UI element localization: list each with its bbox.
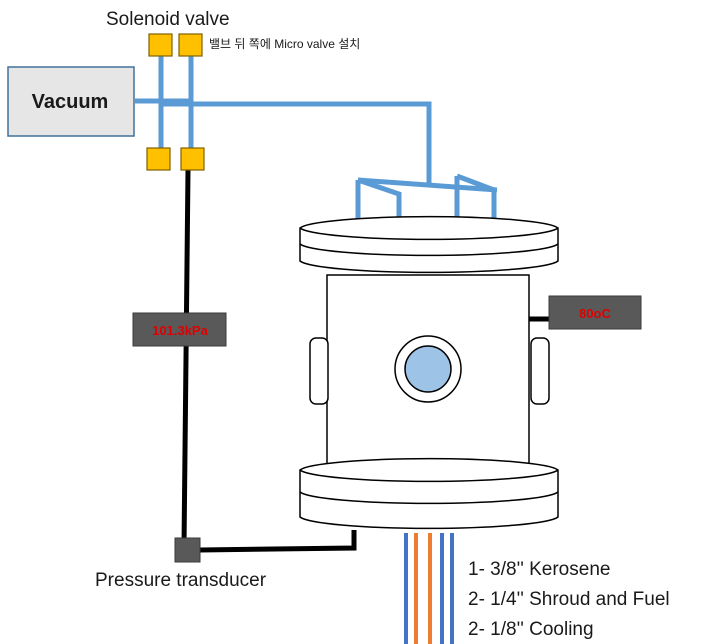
- temperature-gauge: [548, 295, 642, 330]
- pressure-line: [181, 169, 552, 553]
- micro-valve-note: 밸브 뒤 쪽에 Micro valve 설치: [209, 37, 360, 51]
- solenoid-valves: [146, 33, 205, 171]
- pressure-gauge: [132, 312, 227, 347]
- top-flange: [299, 215, 559, 274]
- pressure-transducer: [174, 537, 201, 563]
- bottom-flange-edge: [299, 469, 559, 483]
- side-port-right: [530, 337, 550, 405]
- bottom-flange-rim: [299, 491, 559, 505]
- pipe-main-run: [158, 101, 432, 185]
- pressure-reading: 101.3kPa: [152, 323, 208, 338]
- pressure-transducer-label: Pressure transducer: [95, 570, 267, 591]
- chamber: [299, 215, 559, 530]
- solenoid-valve-bottom-left: [146, 147, 171, 171]
- top-flange-edge: [299, 227, 559, 241]
- legend-line-3: 2- 1/8'' Cooling: [468, 619, 594, 640]
- pipe-manifold-bar: [357, 177, 498, 193]
- temperature-reading: 80oC: [579, 306, 611, 321]
- pressure-line-to-chamber: [199, 530, 357, 553]
- solenoid-valve-label: Solenoid valve: [106, 9, 230, 30]
- feed-lines: [404, 533, 454, 644]
- legend-line-2: 2- 1/4'' Shroud and Fuel: [468, 589, 670, 610]
- top-flange-rim: [299, 243, 559, 257]
- bottom-flange: [299, 457, 559, 530]
- pressure-line-vertical: [181, 169, 191, 547]
- legend-line-1: 1- 3/8'' Kerosene: [468, 559, 610, 580]
- side-port-left: [309, 337, 329, 405]
- vacuum-piping: [135, 54, 498, 240]
- solenoid-valve-bottom-right: [180, 147, 205, 171]
- vacuum-box: [7, 66, 135, 137]
- vacuum-label: Vacuum: [32, 91, 109, 113]
- solenoid-valve-top-right: [178, 33, 203, 57]
- view-window-glass: [404, 345, 452, 393]
- solenoid-valve-top-left: [148, 33, 173, 57]
